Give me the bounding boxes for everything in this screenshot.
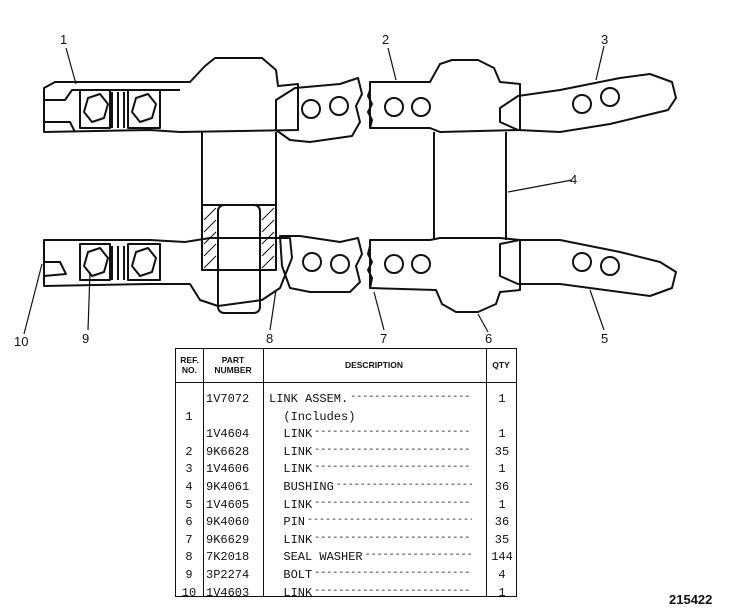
cell-part-number: 3P2274: [206, 568, 250, 582]
cell-description: LINK: [269, 585, 313, 600]
cell-description: LINK: [269, 444, 313, 459]
table-row: 1V7072 LINK ASSEM.-----------------------…: [176, 391, 516, 409]
bolt-nut-top-1: [83, 93, 109, 123]
bolt-nut-top-2: [131, 93, 157, 123]
callout-9: 9: [82, 331, 90, 346]
cell-ref-no: 8: [185, 550, 193, 565]
cell-part-number: 7K2018: [206, 550, 250, 565]
cell-qty: 1: [498, 497, 506, 512]
cell-qty: 36: [494, 515, 510, 530]
cell-ref-no: 9: [185, 568, 193, 582]
callout-7: 7: [380, 331, 388, 346]
leader-dashes: ----------------------------------------…: [314, 462, 472, 474]
header-qty: QTY: [492, 359, 510, 370]
cell-description: (Includes): [269, 409, 356, 424]
leader-dashes: ----------------------------------------…: [350, 392, 472, 403]
cell-ref-no: 6: [185, 515, 193, 530]
leader-dashes: ----------------------------------------…: [314, 427, 472, 439]
table-row: 3 1V4606 LINK----------------------------…: [176, 461, 516, 479]
bolt-head-top-1: [79, 89, 111, 129]
cell-part-number: 1V4606: [206, 462, 250, 477]
cell-qty: 144: [491, 550, 513, 565]
bolt-head-top-2: [127, 89, 161, 129]
cell-qty: 1: [498, 462, 506, 477]
bolt-nut-bottom-1: [83, 247, 109, 277]
track-link-drawing: [23, 45, 677, 335]
table-row: 1V4604 LINK-----------------------------…: [176, 426, 516, 444]
header-ref-no: REF. NO.: [180, 354, 199, 375]
cell-qty: 1: [498, 585, 506, 600]
header-part-number: PART NUMBER: [214, 354, 252, 375]
drawing-number: 215422: [669, 592, 713, 607]
bolt-head-bottom-1: [79, 243, 111, 281]
master-link-top: [43, 57, 299, 133]
bolt-nut-bottom-2: [131, 247, 157, 277]
cell-description: LINK: [269, 427, 313, 442]
leader-dashes: ----------------------------------------…: [314, 568, 472, 579]
callout-8: 8: [266, 331, 274, 346]
cell-part-number: 9K4061: [206, 480, 250, 494]
header-description: DESCRIPTION: [344, 359, 404, 370]
cell-ref-no: 3: [185, 462, 193, 477]
cell-qty: 4: [498, 568, 506, 582]
leader-dashes: ----------------------------------------…: [314, 532, 472, 544]
table-row: 4 9K4061 BUSHING-------------------------…: [176, 479, 516, 497]
cell-ref-no: 4: [185, 480, 193, 494]
leader-dashes: ----------------------------------------…: [314, 585, 472, 597]
cell-part-number: 9K4060: [206, 515, 250, 530]
cell-ref-no: 10: [181, 585, 197, 600]
callout-5: 5: [601, 331, 609, 346]
callout-6: 6: [485, 331, 493, 346]
table-row: 2 9K6628 LINK----------------------------…: [176, 444, 516, 462]
leader-dashes: ----------------------------------------…: [307, 515, 472, 527]
leader-dashes: ----------------------------------------…: [314, 444, 472, 456]
bolt-head-bottom-2: [127, 243, 161, 281]
master-link-bottom: [43, 237, 293, 307]
cell-part-number: 1V4604: [206, 427, 250, 442]
cell-part-number: 9K6629: [206, 532, 250, 547]
callout-3: 3: [601, 32, 609, 47]
cell-description: BUSHING: [269, 480, 334, 494]
table-row: 1 (Includes): [176, 409, 516, 427]
cell-description: LINK ASSEM.: [269, 392, 349, 406]
table-row: 6 9K4060 PIN-----------------------------…: [176, 514, 516, 532]
cell-qty: 36: [494, 480, 510, 494]
cell-description: SEAL WASHER: [269, 550, 363, 565]
cell-ref-no: 2: [185, 444, 193, 459]
cell-part-number: 9K6628: [206, 444, 250, 459]
cell-qty: 35: [494, 532, 510, 547]
table-row: 10 1V4603 LINK---------------------------…: [176, 585, 516, 603]
table-row: 8 7K2018 SEAL WASHER---------------------…: [176, 549, 516, 567]
cell-description: LINK: [269, 462, 313, 477]
cell-qty: 1: [498, 427, 506, 442]
cell-part-number: 1V4603: [206, 585, 250, 600]
leader-dashes: ----------------------------------------…: [364, 550, 472, 562]
cell-description: LINK: [269, 532, 313, 547]
callout-1: 1: [60, 32, 68, 47]
cell-part-number: 1V7072: [206, 392, 250, 406]
parts-table: REF. NO. PART NUMBER DESCRIPTION QTY 1V7…: [175, 348, 517, 600]
cell-ref-no: 5: [185, 497, 193, 512]
cell-ref-no: 1: [185, 409, 193, 424]
cell-description: LINK: [269, 497, 313, 512]
leader-dashes: ----------------------------------------…: [335, 480, 472, 491]
callout-2: 2: [382, 32, 390, 47]
table-header: REF. NO. PART NUMBER DESCRIPTION QTY: [176, 349, 516, 383]
table-row: 9 3P2274 BOLT----------------------------…: [176, 567, 516, 585]
cell-description: PIN: [269, 515, 306, 530]
table-row: 7 9K6629 LINK----------------------------…: [176, 532, 516, 550]
cell-ref-no: 7: [185, 532, 193, 547]
cell-qty: 35: [494, 444, 510, 459]
cell-part-number: 1V4605: [206, 497, 250, 512]
table-row: 5 1V4605 LINK----------------------------…: [176, 497, 516, 515]
leader-dashes: ----------------------------------------…: [314, 497, 472, 509]
callout-10: 10: [14, 334, 29, 349]
cell-qty: 1: [498, 392, 506, 406]
callout-4: 4: [570, 172, 578, 187]
cell-description: BOLT: [269, 568, 313, 582]
